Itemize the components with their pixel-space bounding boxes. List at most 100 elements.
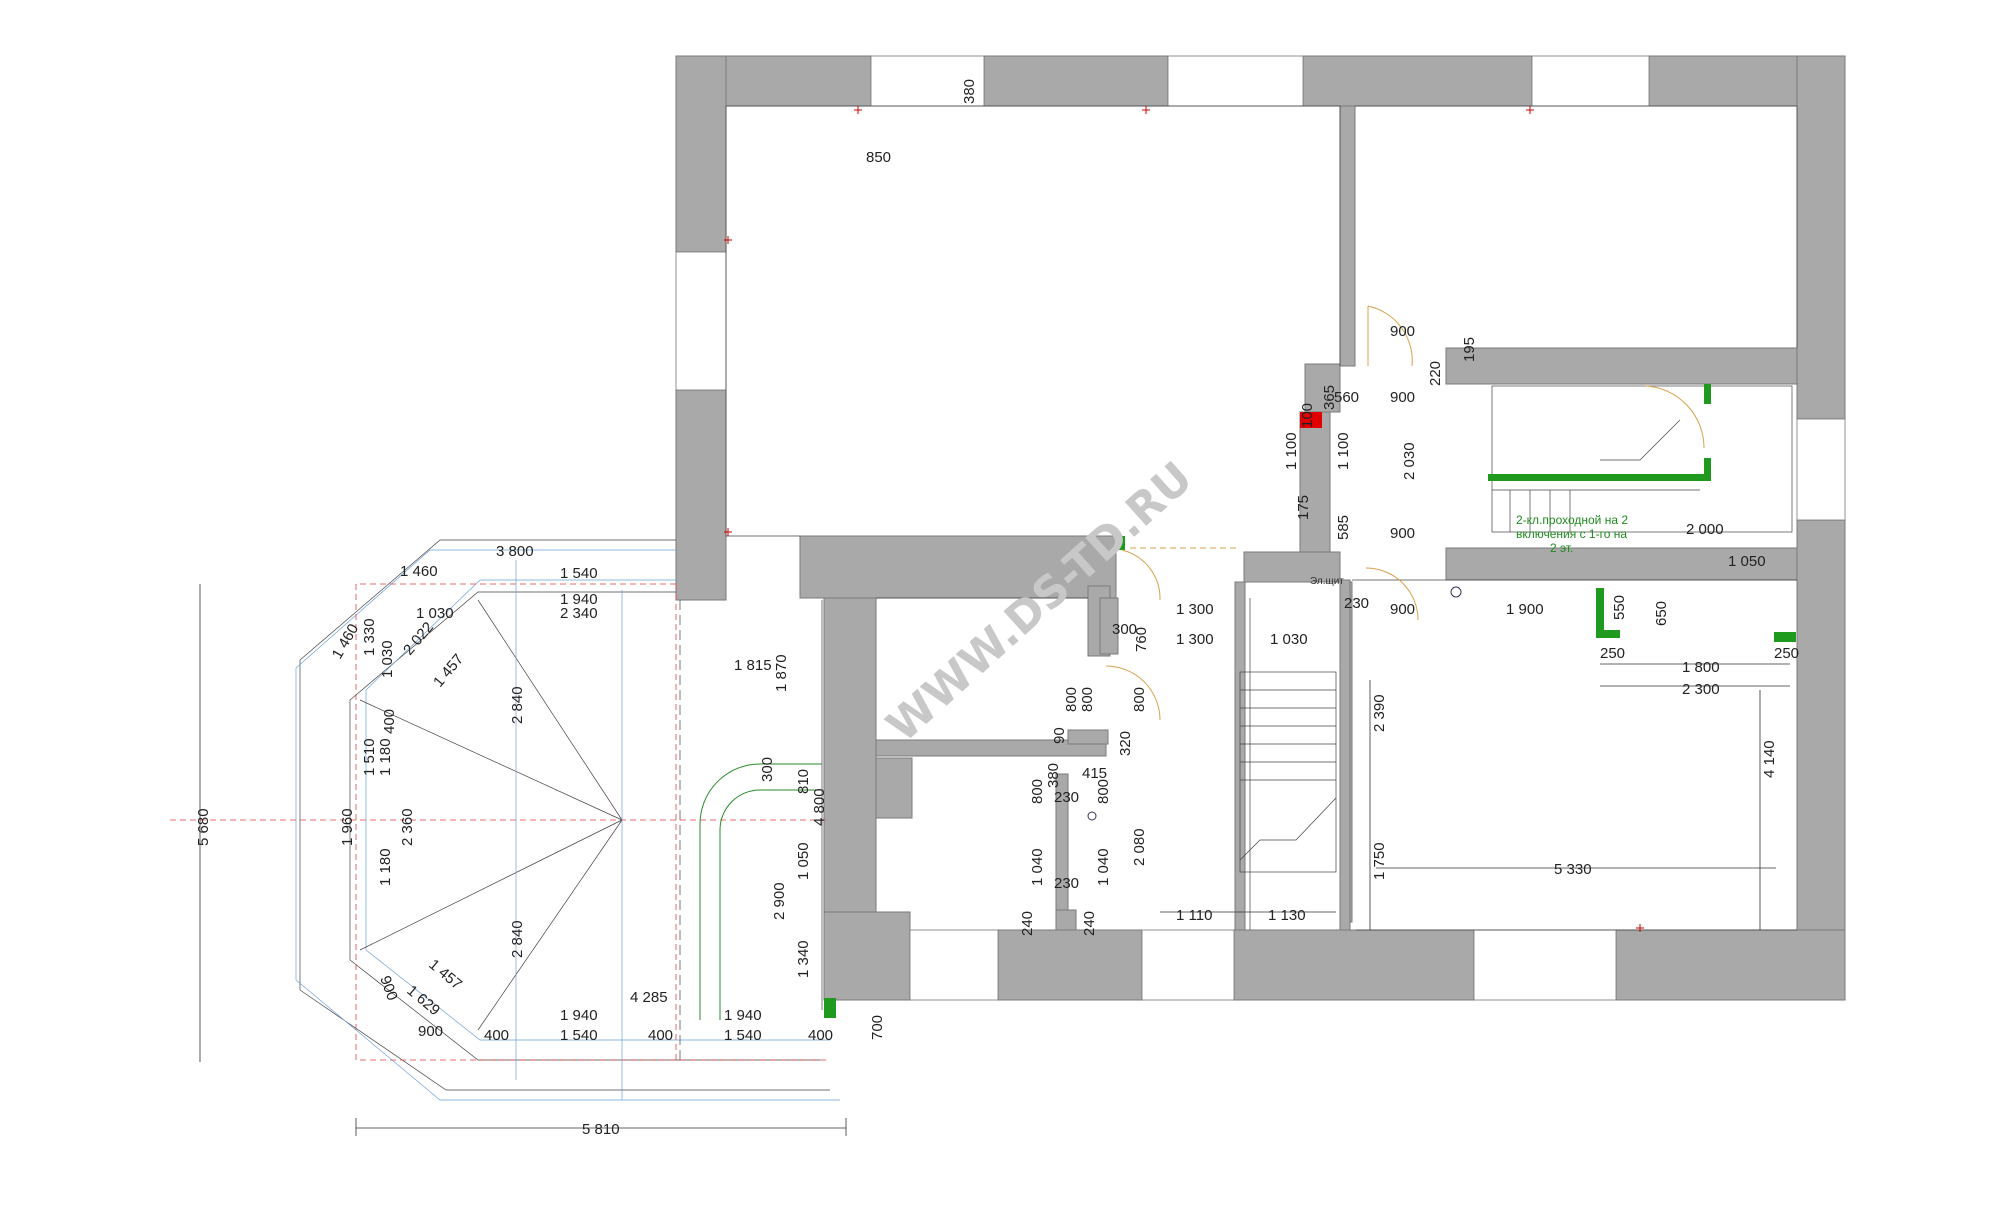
dim-550: 550: [1611, 595, 1628, 620]
dim-900-upper: 900: [1390, 323, 1415, 340]
dim-400-b: 400: [484, 1027, 509, 1044]
dim-850: 850: [866, 149, 891, 166]
windows: [675, 55, 1846, 1001]
dim-415: 415: [1082, 765, 1107, 782]
dim-1180-a: 1 180: [377, 738, 394, 776]
dim-1510: 1 510: [361, 738, 378, 776]
wall-hall-right: [1445, 547, 1798, 581]
doors: [1105, 305, 1705, 721]
wall-small-room-top: [875, 739, 1107, 757]
dim-4800: 4 800: [811, 788, 828, 826]
dimension-lines: [199, 584, 1790, 1136]
dim-4285: 4 285: [630, 989, 668, 1006]
dim-230-c: 230: [1054, 875, 1079, 892]
dim-1300-b: 1 300: [1176, 631, 1214, 648]
switch-green-right: [1774, 632, 1796, 642]
door-arc-stair: [1645, 385, 1705, 449]
dim-1870: 1 870: [773, 654, 790, 692]
dim-900-right: 900: [1390, 601, 1415, 618]
dim-400-c: 400: [648, 1027, 673, 1044]
dim-1800: 1 800: [1682, 659, 1720, 676]
switch-green-hall: [1596, 588, 1604, 638]
dim-585: 585: [1335, 515, 1352, 540]
wall-wc-top: [1067, 729, 1109, 745]
window-right: [1796, 418, 1846, 521]
bay-terrace: [170, 539, 840, 1101]
wall-wc-pillar: [1055, 909, 1077, 931]
light-fixture: [1450, 586, 1462, 598]
switch-green-hall-h: [1596, 630, 1620, 638]
dim-1130: 1 130: [1268, 907, 1306, 924]
wall-stair-top: [1445, 347, 1798, 385]
dim-2390: 2 390: [1371, 694, 1388, 732]
dim-800-d: 800: [1029, 779, 1046, 804]
dim-1815: 1 815: [734, 657, 772, 674]
room-outlines: [725, 105, 1798, 931]
switch-markers: [824, 384, 1796, 1018]
switch-symbol: [1087, 811, 1097, 821]
window-top-3: [1531, 55, 1650, 107]
dim-1050-b: 1 050: [795, 842, 812, 880]
dim-2080: 2 080: [1131, 828, 1148, 866]
switch-green-bottom: [824, 998, 836, 1018]
dim-240-a: 240: [1019, 911, 1036, 936]
wall-bottom-2: [997, 929, 1143, 1001]
wall-left-upper: [675, 55, 727, 253]
dim-220: 220: [1427, 361, 1444, 386]
dim-1030-b: 1 030: [379, 640, 396, 678]
dim-2840-a: 2 840: [509, 686, 526, 724]
dim-175: 175: [1295, 495, 1312, 520]
dim-1540-a: 1 540: [560, 565, 598, 582]
dim-1040-b: 1 040: [1095, 848, 1112, 886]
dim-3800: 3 800: [496, 543, 534, 560]
switch-note: 2-кл.проходной на 2 включения с 1-го на …: [1516, 513, 1628, 555]
wall-small-bottom: [875, 757, 913, 819]
staircase-upper: [1491, 385, 1793, 533]
window-bottom-1: [909, 929, 999, 1001]
dim-560: 560: [1334, 389, 1359, 406]
door-arc-upper: [1367, 305, 1413, 367]
dim-1940-a: 1 940: [560, 591, 598, 608]
dim-1940-c: 1 940: [724, 1007, 762, 1024]
dim-1100-a: 1 100: [1283, 432, 1300, 470]
door-arc-small: [1105, 665, 1161, 721]
dim-2360: 2 360: [399, 808, 416, 846]
dim-1940-b: 1 940: [560, 1007, 598, 1024]
dim-400-d: 400: [808, 1027, 833, 1044]
walls: [675, 55, 1846, 1001]
wall-corridor-top: [1099, 597, 1119, 655]
window-top-1: [870, 55, 985, 107]
dim-800-c: 800: [1131, 687, 1148, 712]
wall-upper-divider: [1339, 105, 1356, 367]
wall-left-mid: [675, 389, 727, 601]
dim-380-b: 380: [1045, 763, 1062, 788]
dim-900-bay: 900: [376, 974, 401, 1003]
wall-hall-left: [1243, 551, 1341, 583]
dim-1629: 1 629: [403, 982, 443, 1019]
watermark: WWW.DS-TD.RU: [877, 452, 1202, 752]
dim-1540-b: 1 540: [560, 1027, 598, 1044]
dim-300-a: 300: [1112, 621, 1137, 638]
door-arc-entry: [1121, 549, 1161, 601]
dim-1460-b: 1 460: [329, 621, 362, 662]
dim-380: 380: [961, 79, 978, 104]
dim-1300-a: 1 300: [1176, 601, 1214, 618]
dim-195: 195: [1461, 337, 1478, 362]
dim-2022: 2 022: [400, 619, 437, 659]
dim-700: 700: [869, 1015, 886, 1040]
dim-2900: 2 900: [771, 882, 788, 920]
dim-1100-b: 1 100: [1335, 432, 1352, 470]
dim-1457-b: 1 457: [425, 956, 465, 993]
dim-4140: 4 140: [1761, 740, 1778, 778]
dim-2030: 2 030: [1401, 442, 1418, 480]
dim-320: 320: [1117, 731, 1134, 756]
fixture-markers: [724, 106, 1644, 932]
wall-bottom-3: [1233, 929, 1475, 1001]
switch-note-line-3: 2 эт.: [1550, 541, 1573, 555]
dim-1540-c: 1 540: [724, 1027, 762, 1044]
dim-365: 365: [1321, 385, 1338, 410]
dim-1110: 1 110: [1176, 907, 1212, 924]
dim-240-b: 240: [1081, 911, 1098, 936]
window-bottom-2: [1141, 929, 1235, 1001]
